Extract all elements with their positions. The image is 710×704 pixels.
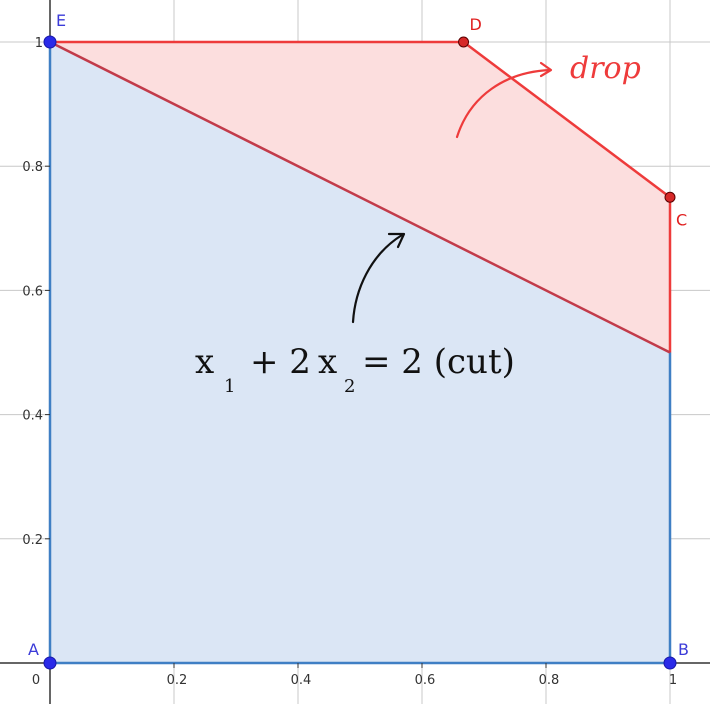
- y-tick-label: 1: [35, 36, 43, 51]
- point-label-b: B: [678, 640, 689, 659]
- equation-x1: x: [195, 342, 214, 382]
- edge-dc: [462, 41, 671, 199]
- y-tick-label: 0.6: [22, 284, 43, 299]
- x-tick-label: 0: [32, 673, 40, 688]
- point-b: [663, 656, 677, 670]
- tick-labels: 0 0.2 0.4 0.6 0.8 1 0.2 0.4 0.6 0.8 1: [22, 36, 677, 688]
- cut-arrow: [351, 233, 404, 324]
- point-a: [43, 656, 57, 670]
- x-tick-label: 0.6: [415, 673, 436, 688]
- y-tick-label: 0.2: [22, 533, 43, 548]
- equation-x2: x: [318, 342, 337, 382]
- x-tick-label: 0.2: [167, 673, 188, 688]
- blue-region: [50, 42, 670, 663]
- cut-arrowhead: [387, 232, 406, 249]
- equation-rest: = 2 (cut): [362, 342, 515, 382]
- point-c: [664, 191, 676, 203]
- point-e: [43, 35, 57, 49]
- annotation-cut: x 1 + 2 x 2 = 2 (cut): [195, 232, 515, 397]
- drop-arrowhead: [539, 61, 553, 78]
- vertex-points: [43, 35, 677, 670]
- point-label-c: C: [676, 210, 687, 229]
- point-d: [458, 36, 470, 48]
- y-tick-label: 0.8: [22, 160, 43, 175]
- drop-text: drop: [570, 51, 641, 86]
- cut-line: [49, 40, 671, 354]
- point-label-d: D: [470, 15, 482, 34]
- drop-arrow: [455, 68, 552, 139]
- vertex-labels: A B C D E: [28, 11, 689, 659]
- red-edges: [50, 40, 672, 353]
- blue-edges: [48, 42, 672, 665]
- point-label-e: E: [56, 11, 66, 30]
- equation-sub2: 2: [344, 376, 355, 397]
- y-tick-label: 0.4: [22, 409, 43, 424]
- point-label-a: A: [28, 640, 39, 659]
- equation-sub1: 1: [224, 376, 235, 397]
- equation-plus-2: + 2: [250, 342, 311, 382]
- x-tick-label: 1: [669, 673, 677, 688]
- annotation-drop: drop: [455, 51, 641, 139]
- x-tick-label: 0.8: [539, 673, 560, 688]
- x-tick-label: 0.4: [291, 673, 312, 688]
